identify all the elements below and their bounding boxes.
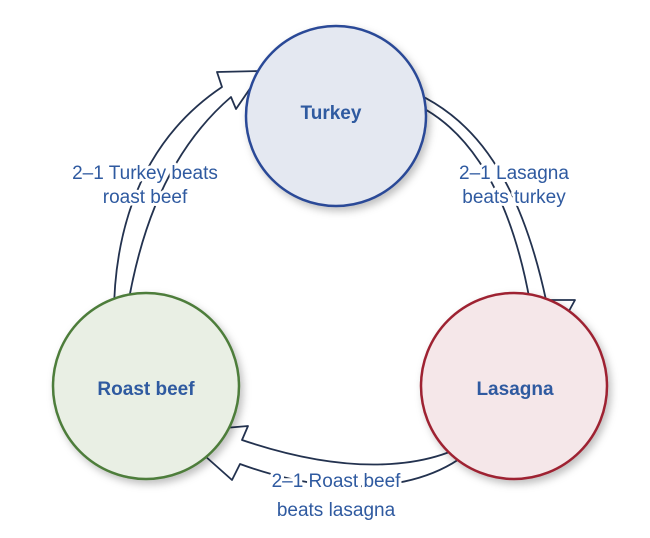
edge-label-line: 2–1 Lasagna xyxy=(459,163,569,184)
edge-label-roast-beef-to-turkey: 2–1 Turkey beats roast beef xyxy=(69,160,221,211)
edge-label-turkey-to-lasagna: 2–1 Lasagna beats turkey xyxy=(456,160,572,211)
edge-label-line: 2–1 Roast beef xyxy=(272,471,402,492)
edge-label-line: beats lasagna xyxy=(277,500,396,521)
turkey-circle xyxy=(244,24,428,208)
edge-label-line: beats turkey xyxy=(462,187,566,208)
edge-label-line: 2–1 Turkey beats xyxy=(72,163,218,184)
roast-beef-label: Roast beef xyxy=(97,379,195,400)
lasagna-circle xyxy=(419,291,609,481)
roast-beef-circle xyxy=(51,291,241,481)
lasagna-label: Lasagna xyxy=(476,379,554,400)
node-turkey: Turkey xyxy=(244,24,428,208)
edge-label-line: roast beef xyxy=(103,187,188,208)
turkey-label: Turkey xyxy=(301,103,362,124)
edge-label-lasagna-to-roast-beef: 2–1 Roast beef beats lasagna xyxy=(269,468,405,524)
node-roast-beef: Roast beef xyxy=(51,291,241,481)
node-lasagna: Lasagna xyxy=(419,291,609,481)
